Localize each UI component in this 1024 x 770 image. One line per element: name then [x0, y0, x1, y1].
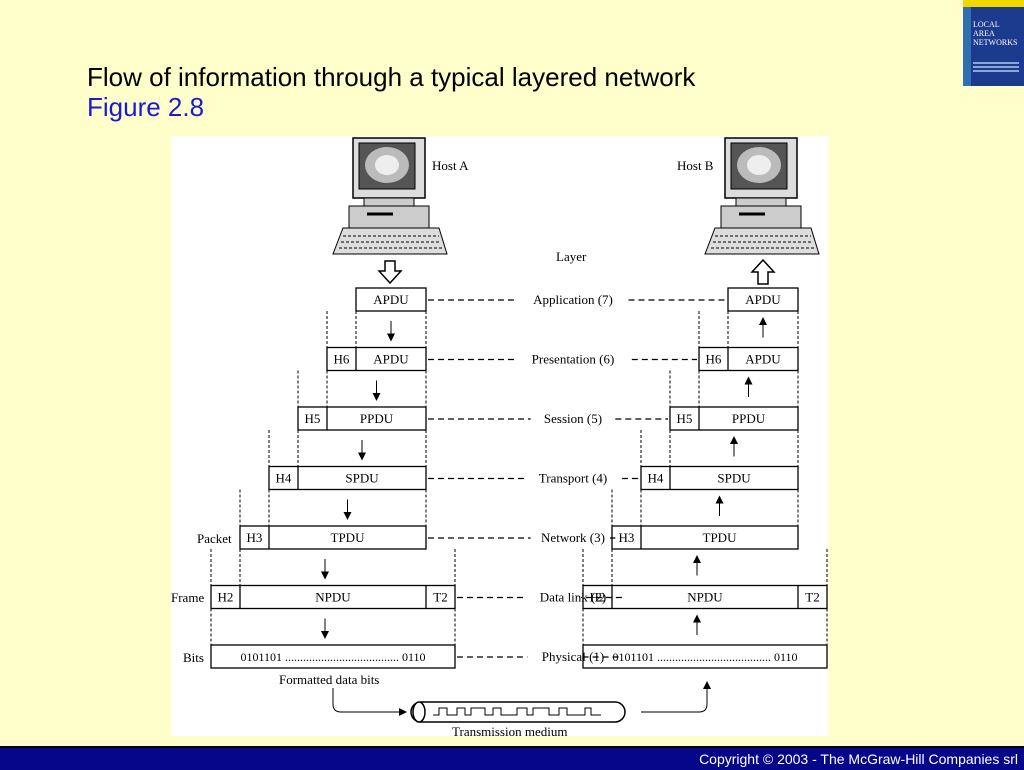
header-cell: H5 — [677, 411, 693, 426]
header-cell: H6 — [334, 352, 350, 367]
header-cell: H4 — [276, 471, 292, 486]
diagram-svg: Host A Host B Layer APDU H6 APDU H5 PPDU H4 SP… — [171, 137, 828, 736]
trailer-cell: T2 — [433, 590, 447, 605]
transmission-medium-cable-icon — [410, 701, 626, 723]
pdu-label: PPDU — [732, 411, 766, 426]
layer-labels: Application (7) Presentation (6) Session (… — [428, 292, 726, 664]
layer-label: Application (7) — [533, 292, 613, 307]
slide-title: Flow of information through a typical la… — [87, 62, 696, 92]
pdu-box — [326, 346, 427, 372]
receive-arrow-icon — [641, 681, 711, 713]
pdu-box — [640, 465, 799, 491]
header-cell: H6 — [706, 352, 722, 367]
header-cell: H5 — [305, 411, 321, 426]
slide-subtitle: Figure 2.8 — [87, 92, 205, 122]
cover-title-line: AREA — [973, 29, 995, 38]
layer-label: Transport (4) — [539, 471, 608, 486]
pdu-label: SPDU — [345, 471, 379, 486]
pdu-box — [727, 287, 799, 312]
layer-label: Data link (2) — [540, 590, 606, 605]
pdu-box — [239, 525, 427, 550]
host-b-label: Host B — [677, 158, 714, 173]
pdu-label: NPDU — [315, 590, 351, 605]
layer-label: Session (5) — [544, 411, 602, 426]
cover-title: LOCAL AREA NETWORKS — [973, 20, 1023, 47]
cover-side-band — [963, 7, 971, 86]
layered-network-diagram: Host A Host B Layer APDU H6 APDU H5 PPDU H4 SP… — [171, 136, 828, 736]
formatted-data-bits-label: Formatted data bits — [279, 672, 379, 687]
host-a-computer-icon — [332, 137, 448, 255]
cover-text-lines — [973, 62, 1019, 74]
pdu-box — [669, 406, 799, 431]
pdu-label: 0101101 ................................… — [612, 650, 797, 664]
copyright-text: Copyright © 2003 - The McGraw-Hill Compa… — [699, 751, 1018, 767]
pdu-label: APDU — [373, 292, 409, 307]
layer-label: Network (3) — [541, 530, 605, 545]
packet-label: Packet — [197, 531, 232, 546]
pdu-box — [210, 584, 456, 610]
pdu-box — [297, 406, 427, 431]
cover-title-line: LOCAL — [973, 20, 1000, 29]
pdu-label: PPDU — [360, 411, 394, 426]
pdu-box — [698, 346, 799, 372]
header-cell: H2 — [218, 590, 234, 605]
host-a-protocol-stack: APDU H6 APDU H5 PPDU H4 SPDU H3 TPDU H2 T2 NPDU 0101… — [210, 287, 456, 669]
cover-strip — [963, 0, 1024, 7]
pdu-box — [582, 584, 828, 610]
header-cell: H4 — [648, 471, 664, 486]
pdu-label: 0101101 ................................… — [240, 650, 425, 664]
cover-title-line: NETWORKS — [973, 38, 1018, 47]
bits-label: Bits — [183, 650, 204, 665]
pdu-label: TPDU — [703, 530, 738, 545]
down-hollow-arrow-icon — [377, 260, 403, 285]
header-cell: H3 — [247, 530, 263, 545]
layer-label: Presentation (6) — [532, 352, 615, 367]
pdu-label: TPDU — [331, 530, 366, 545]
book-cover-image: LOCAL AREA NETWORKS — [963, 0, 1024, 86]
formatted-bits-arrow-icon — [332, 688, 407, 716]
pdu-box — [355, 287, 427, 312]
pdu-box — [210, 644, 456, 669]
pdu-label: APDU — [745, 352, 781, 367]
pdu-label: SPDU — [717, 471, 751, 486]
pdu-box — [268, 465, 427, 491]
frame-label: Frame — [171, 590, 204, 605]
layer-label: Physical (1) — [542, 649, 604, 664]
pdu-label: NPDU — [687, 590, 723, 605]
up-hollow-arrow-icon — [750, 258, 776, 285]
pdu-label: APDU — [373, 352, 409, 367]
host-a-label: Host A — [432, 158, 469, 173]
pdu-label: APDU — [745, 292, 781, 307]
trailer-cell: T2 — [805, 590, 819, 605]
header-cell: H3 — [619, 530, 635, 545]
layer-header: Layer — [556, 249, 587, 264]
footer-bar: Copyright © 2003 - The McGraw-Hill Compa… — [0, 746, 1024, 770]
host-b-computer-icon — [704, 137, 820, 255]
transmission-medium-label: Transmission medium — [452, 724, 567, 736]
